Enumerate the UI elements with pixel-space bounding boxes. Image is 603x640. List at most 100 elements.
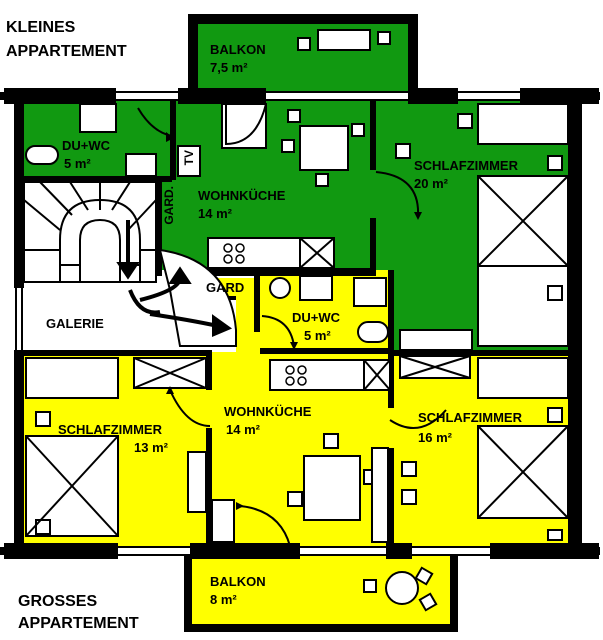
notch-br	[592, 547, 600, 555]
wohnkueche-large-name: WOHNKÜCHE	[224, 404, 312, 419]
door-entry-small	[225, 103, 267, 146]
balkon-top-wall-left	[188, 14, 198, 94]
basin-large	[269, 277, 291, 299]
wall-left-lower	[14, 350, 24, 559]
windows	[15, 91, 520, 556]
nightstand-20-4	[395, 143, 411, 159]
arrow-schlaf13	[166, 386, 174, 394]
sideboard-large	[371, 447, 389, 543]
wardrobe-13-x2	[133, 357, 207, 389]
wall-stair-right	[156, 176, 162, 276]
arrow-du-wc-small	[166, 132, 174, 142]
burner-small-1	[223, 243, 233, 253]
outer-walls	[0, 14, 600, 632]
notch-tl	[0, 92, 8, 100]
burner-large-1	[285, 365, 295, 375]
wall-bottom-left	[4, 543, 118, 559]
door-schlaf16	[389, 409, 447, 429]
wall-schlaf16-left-lower	[388, 448, 394, 546]
balcony-chair-3	[363, 579, 377, 593]
stove-burners	[223, 243, 307, 386]
stair-arrows	[116, 220, 233, 338]
toilet-small	[25, 145, 59, 165]
toilet-large	[357, 321, 389, 343]
galerie-label: GALERIE	[46, 316, 104, 331]
balkon-bottom-name: BALKON	[210, 574, 266, 589]
kitchen-sink-large-x2	[363, 359, 391, 391]
heading-large-line2: APPARTEMENT	[18, 615, 139, 632]
bed-20-c	[477, 265, 569, 347]
chair-16-2	[401, 489, 417, 505]
balcony-chair-2	[418, 592, 438, 612]
balkon-bottom-wall-right	[450, 556, 458, 630]
du-wc-small-name: DU+WC	[62, 138, 111, 153]
heading-small-line2: APPARTEMENT	[6, 43, 127, 60]
tv-box	[177, 145, 201, 177]
shower-large	[353, 277, 387, 307]
schlafzimmer-16-name: SCHLAFZIMMER	[418, 410, 522, 425]
notch-bl	[0, 547, 8, 555]
du-wc-large-area: 5 m²	[304, 328, 331, 343]
nightstand-20-1	[457, 113, 473, 129]
bed-13-b-x2	[25, 435, 119, 537]
burner-large-2	[297, 365, 307, 375]
arrow-balkon-bottom	[236, 502, 244, 510]
balkon-top-name: BALKON	[210, 42, 266, 57]
balkon-bottom-wall-left	[184, 556, 192, 630]
schlafzimmer-16-area: 16 m²	[418, 430, 452, 445]
wall-top-mid	[178, 88, 266, 104]
door-balkon-bottom	[239, 505, 291, 547]
wardrobe-16-x2	[399, 355, 471, 379]
stair-tread-5	[111, 181, 131, 211]
wall-kitchen-bottom	[196, 268, 376, 276]
wall-du-wc-large-bottom	[260, 348, 392, 354]
wall-right	[568, 88, 582, 559]
wall-galerie-bottom	[22, 350, 210, 356]
wohnkueche-small-name: WOHNKÜCHE	[198, 188, 286, 203]
wall-left-upper	[14, 88, 24, 288]
dresser-13	[187, 451, 207, 513]
balcony-top-chair-2	[377, 31, 391, 45]
balkon-bottom-area: 8 m²	[210, 592, 237, 607]
burner-small-3	[223, 254, 233, 264]
stair-spiral-inner	[79, 218, 121, 282]
nightstand-13-1	[35, 411, 51, 427]
balcony-chair-1	[414, 566, 434, 586]
kitchen-counter-small	[207, 237, 301, 269]
gard-small-label: GARD.	[162, 186, 176, 225]
dining-table-large	[303, 455, 361, 521]
fridge-large	[211, 499, 235, 543]
chair-small-3	[281, 139, 295, 153]
stair-tread-1	[23, 199, 61, 231]
door-schlaf13	[169, 389, 211, 427]
arrow-du-wc-large	[290, 342, 298, 350]
bed-20-a	[477, 103, 569, 145]
kitchen-sink-x2	[299, 237, 335, 269]
shower-small	[79, 103, 117, 133]
wall-top-right	[408, 88, 458, 104]
notch-tr	[592, 92, 600, 100]
tv-label: TV	[182, 150, 196, 166]
balkon-top-fill	[196, 22, 410, 92]
stair-tread-3	[69, 181, 89, 211]
stair-tread-2	[39, 181, 73, 216]
chair-large-1	[323, 433, 339, 449]
schlafzimmer-13-area: 13 m²	[134, 440, 168, 455]
burner-small-4	[235, 254, 245, 264]
wall-du-wc-large-left	[254, 276, 260, 332]
wall-schlaf20-left-lower	[370, 218, 376, 274]
arrow-right-head	[212, 314, 233, 338]
schlafzimmer-20-area: 20 m²	[414, 176, 448, 191]
wall-schlaf13-right-upper	[206, 350, 212, 390]
nightstand-13-2	[35, 519, 51, 535]
stair-tread-6	[127, 199, 157, 231]
chair-small-4	[315, 173, 329, 187]
dining-table-small	[299, 125, 349, 171]
balkon-bottom-wall-bottom	[184, 624, 458, 632]
kitchen-counter-large	[269, 359, 365, 391]
du-wc-small-area: 5 m²	[64, 156, 91, 171]
wardrobe-20	[399, 329, 473, 351]
nightstand-20-2	[547, 155, 563, 171]
sink-large	[299, 275, 333, 301]
wall-du-wc-small-right	[170, 100, 176, 180]
